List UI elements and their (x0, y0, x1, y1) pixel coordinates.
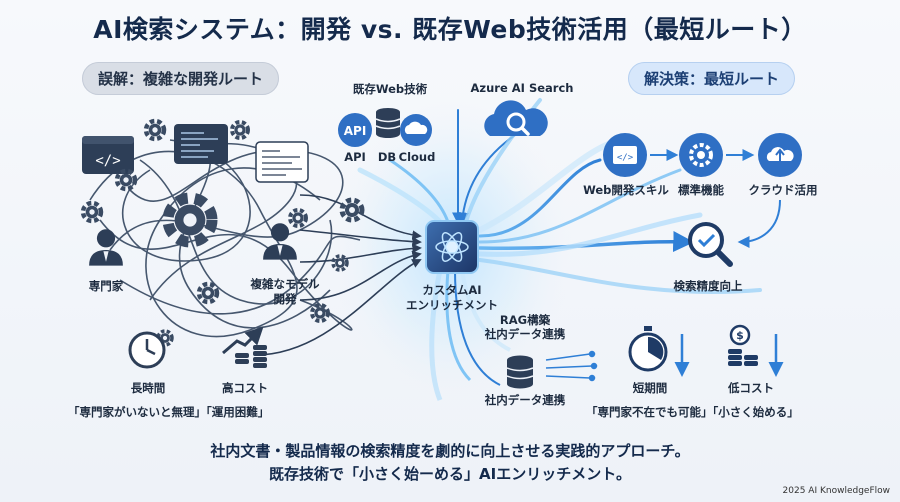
footer-line2: 既存技術で「小さく始ーめる」AIエンリッチメント。 (269, 465, 631, 483)
copyright: 2025 AI KnowledgeFlow (782, 486, 890, 496)
internal-data-link-label: 社内データ連携 (484, 393, 566, 407)
long-time-label: 長時間 (130, 381, 166, 395)
api-icon: API (338, 113, 372, 147)
gear-icon (312, 305, 328, 321)
svg-text:</>: </> (95, 153, 120, 169)
code-window-icon (255, 141, 309, 183)
low-cost-label: 低コスト (728, 381, 774, 395)
expert-person-icon (89, 229, 123, 266)
azure-ai-search-label: Azure AI Search (470, 81, 574, 95)
developer-person-icon (263, 223, 297, 260)
azure-search-cloud-icon (484, 100, 548, 136)
rag-label-line2: 社内データ連携 (484, 327, 566, 341)
stopwatch-icon (628, 326, 668, 372)
ai-hub-icon (425, 220, 479, 274)
complex-model-label-line2: 開発 (273, 292, 297, 306)
svg-text:$: $ (736, 329, 744, 342)
gear-icon (83, 203, 101, 221)
gear-icon (146, 121, 164, 139)
step-standard-feature-label: 標準機能 (678, 183, 724, 197)
short-time-label: 短期間 (632, 381, 668, 395)
hub-label-line2: エンリッチメント (406, 298, 498, 312)
gear-icon (232, 122, 248, 138)
cloud-label: Cloud (398, 150, 436, 164)
rag-label-line1: RAG構築 (499, 313, 551, 327)
db-label: DB (377, 150, 397, 164)
code-window-icon: </> (82, 136, 134, 174)
data-link-lines (545, 350, 598, 382)
svg-text:</>: </> (617, 153, 634, 163)
accuracy-magnifier-icon (688, 222, 733, 267)
clock-icon (128, 331, 166, 369)
expert-label: 専門家 (88, 279, 124, 293)
cloud-to-accuracy-arrow (737, 199, 781, 248)
standard-feature-gear-icon (679, 133, 723, 177)
step-cloud-label: クラウド活用 (748, 183, 818, 197)
cloud-icon (400, 114, 432, 146)
left-quote: 「専門家がいないと無理」「運用困難」 (68, 405, 270, 419)
cloud-upload-icon (758, 133, 802, 177)
misconception-heading: 誤解：複雑な開発ルート (82, 62, 280, 95)
svg-text:API: API (344, 124, 367, 138)
web-dev-icon: </> (603, 133, 647, 177)
api-label: API (344, 150, 366, 164)
footer-line1: 社内文書・製品情報の検索精度を劇的に向上させる実践的アプローチ。 (210, 442, 690, 460)
existing-web-tech-label: 既存Web技術 (352, 82, 428, 96)
hub-label-line1: カスタムAI (422, 283, 482, 297)
right-quote: 「専門家不在でも可能」「小さく始める」 (586, 405, 799, 419)
solution-heading: 解決策：最短ルート (628, 62, 796, 95)
step-web-dev-label: Web開発スキル (583, 183, 669, 197)
database-icon (375, 108, 401, 138)
accuracy-label: 検索精度向上 (673, 279, 743, 293)
internal-database-icon (506, 355, 534, 389)
code-window-icon (174, 124, 228, 164)
high-cost-coins-icon (222, 326, 267, 368)
hub-to-bottom-beams (429, 269, 511, 401)
gear-icon (199, 284, 217, 302)
low-cost-coins-icon: $ (728, 324, 758, 366)
high-cost-label: 高コスト (222, 381, 268, 395)
gear-icon (290, 210, 306, 226)
central-gear-icon (168, 198, 212, 242)
page-title: AI検索システム：開発 vs. 既存Web技術活用（最短ルート） (93, 15, 807, 44)
complex-model-label-line1: 複雑なモデル (250, 277, 320, 291)
